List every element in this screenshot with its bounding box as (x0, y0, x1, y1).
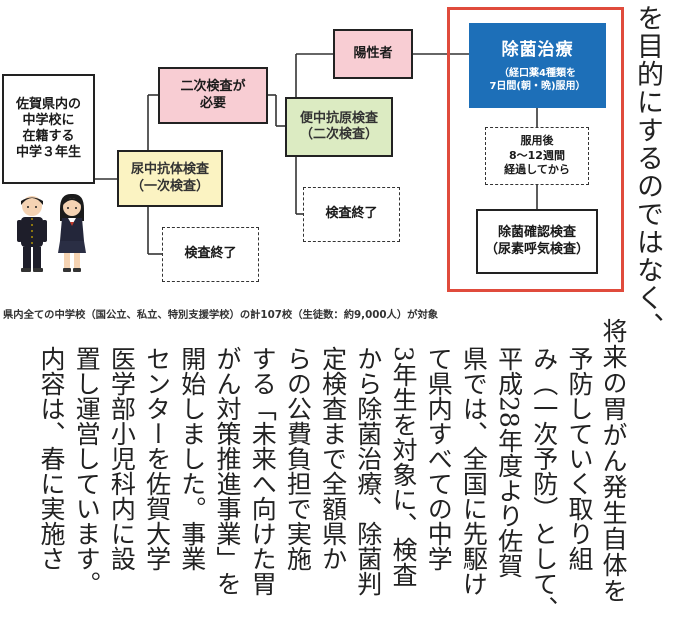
urine-test-box: 尿中抗体検査 （一次検査） (117, 150, 223, 207)
start-box: 佐賀県内の 中学校に 在籍する 中学３年生 (2, 74, 95, 184)
target-caption: 県内全ての中学校（国公立、私立、特別支援学校）の計107校（生徒数：約9,000… (3, 309, 439, 321)
text-column: み（一次予防）として、 (529, 346, 559, 621)
treatment-highlight-frame (447, 7, 624, 292)
text-column: 置し運営しています。 (72, 346, 102, 596)
test-end-box-2: 検査終了 (303, 187, 400, 242)
text-column: から除菌治療、除菌判 (353, 346, 383, 596)
second-test-needed-box: 二次検査が 必要 (158, 67, 268, 124)
positive-box: 陽性者 (333, 29, 413, 79)
test-end-box-1: 検査終了 (162, 227, 259, 282)
stool-test-box: 便中抗原検査 （二次検査） (285, 97, 393, 157)
confirm-test-box: 除菌確認検査 （尿素呼気検査） (476, 209, 598, 274)
girl-student-icon (58, 193, 86, 272)
text-column: 開始しました。事業 (177, 346, 207, 571)
text-column-top: を目的にするのではなく、 (632, 4, 663, 340)
text-column: 内容は、春に実施さ (37, 346, 66, 571)
text-column: 県では、全国に先駆け (459, 346, 489, 596)
text-column: 3年生を対象に、検査 (389, 346, 418, 587)
text-column: する「未来へ向けた胃 (248, 346, 278, 596)
treatment-box: 除菌治療 （経口薬4種類を 7日間(朝・晩)服用） (469, 23, 606, 108)
text-column: がん対策推進事業」を (213, 346, 242, 596)
text-column: て県内すべての中学 (424, 346, 454, 571)
text-column: 予防していく取り組 (565, 346, 594, 571)
text-column: 医学部小児科内に設 (107, 346, 137, 571)
treatment-detail: （経口薬4種類を 7日間(朝・晩)服用） (489, 68, 586, 93)
after-dosing-box: 服用後 8〜12週間 経過してから (485, 127, 589, 185)
text-column: 定検査まで全額県か (318, 346, 348, 571)
boy-student-icon (17, 196, 47, 272)
text-column: 平成28年度より佐賀 (494, 346, 524, 578)
text-column: らの公費負担で実施 (283, 346, 313, 571)
text-column-continued: 将来の胃がん発生自体を (599, 318, 628, 604)
text-column: センターを佐賀大学 (142, 346, 172, 571)
treatment-title: 除菌治療 (501, 39, 574, 60)
